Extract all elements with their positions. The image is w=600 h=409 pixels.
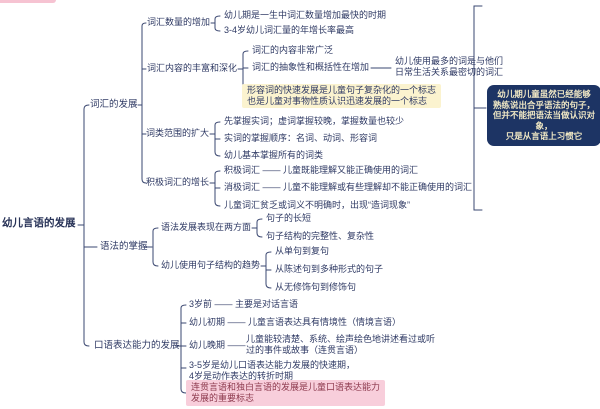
leaf-aspect-2[interactable]: 句子结构的完整性、复杂性: [266, 231, 375, 241]
grammar-note-callout[interactable]: 幼儿期儿童虽然已经能够 熟练说出合乎语法的句子， 但并不能把语法当做认识对象， …: [487, 85, 600, 146]
leaf-oral-highlight[interactable]: 连贯言语和独白言语的发展是儿童口语表达能力 发展的重要标志: [186, 380, 386, 406]
leaf-oral-before3[interactable]: 3岁前 —— 主要是对话言语: [189, 299, 299, 309]
leaf-active-1[interactable]: 积极词汇 —— 儿童既能理解又能正确使用的词汇: [224, 165, 419, 175]
branch-oral[interactable]: 口语表达能力的发展: [94, 340, 180, 351]
topic-grammar-aspects[interactable]: 语法发展表现在两方面: [161, 222, 252, 232]
leaf-wordclass-1[interactable]: 先掌握实词；虚词掌握较晚，掌握数量也较少: [224, 116, 405, 126]
topic-grammar-trend[interactable]: 幼儿使用句子结构的趋势: [161, 260, 261, 270]
leaf-oral-late-label[interactable]: 幼儿晚期 ——: [189, 340, 246, 350]
root-topic[interactable]: 幼儿言语的发展: [2, 217, 76, 229]
leaf-content-abstract[interactable]: 词汇的抽象性和概括性在增加: [252, 62, 370, 72]
leaf-wordclass-3[interactable]: 幼儿基本掌握所有的词类: [224, 150, 324, 160]
topic-vocab-content[interactable]: 词汇内容的丰富和深化: [147, 63, 238, 73]
leaf-oral-rapid[interactable]: 3-5岁是幼儿口语表达能力发展的快速期， 4岁是动作表达的转折时期: [189, 360, 356, 381]
leaf-wordclass-2[interactable]: 实词的掌握顺序：名词、动词、形容词: [224, 133, 378, 143]
leaf-aspect-1[interactable]: 句子的长短: [266, 213, 312, 223]
leaf-abstract-note[interactable]: 幼儿使用最多的词是与他们 日常生活关系最密切的词汇: [395, 56, 504, 77]
leaf-active-2[interactable]: 消极词汇 —— 儿童不能理解或有些理解却不能正确使用的词汇: [224, 182, 473, 192]
leaf-oral-early[interactable]: 幼儿初期 —— 儿童言语表达具有情境性（情境言语）: [189, 317, 402, 327]
cropped-toolbar-fragment: [0, 0, 56, 3]
leaf-oral-late-desc[interactable]: 儿童能较清楚、系统、绘声绘色地讲述看过或听 过的事件或故事（连贯言语）: [246, 334, 436, 355]
branch-grammar[interactable]: 语法的掌握: [100, 241, 148, 252]
topic-active-vocab[interactable]: 积极词汇的增长: [146, 177, 210, 187]
leaf-trend-1[interactable]: 从单句到复句: [275, 246, 330, 256]
topic-vocab-quantity[interactable]: 词汇数量的增加: [147, 17, 211, 27]
leaf-content-broad[interactable]: 词汇的内容非常广泛: [252, 45, 334, 55]
leaf-quantity-2[interactable]: 3-4岁幼儿词汇量的年增长率最高: [224, 25, 355, 35]
topic-word-class[interactable]: 词类范围的扩大: [146, 128, 210, 138]
leaf-quantity-1[interactable]: 幼儿期是一生中词汇数量增加最快的时期: [224, 10, 387, 20]
leaf-adjective-highlight[interactable]: 形容词的快速发展是儿童句子复杂化的一个标志 也是儿童对事物性质认识迅速发展的一个…: [242, 84, 442, 108]
leaf-trend-2[interactable]: 从陈述句到多种形式的句子: [275, 264, 384, 274]
leaf-active-3[interactable]: 儿童词汇贫乏或词义不明确时，出现“造词现象”: [224, 200, 410, 210]
branch-vocab[interactable]: 词汇的发展: [90, 99, 138, 110]
leaf-trend-3[interactable]: 从无修饰句到修饰句: [275, 282, 357, 292]
